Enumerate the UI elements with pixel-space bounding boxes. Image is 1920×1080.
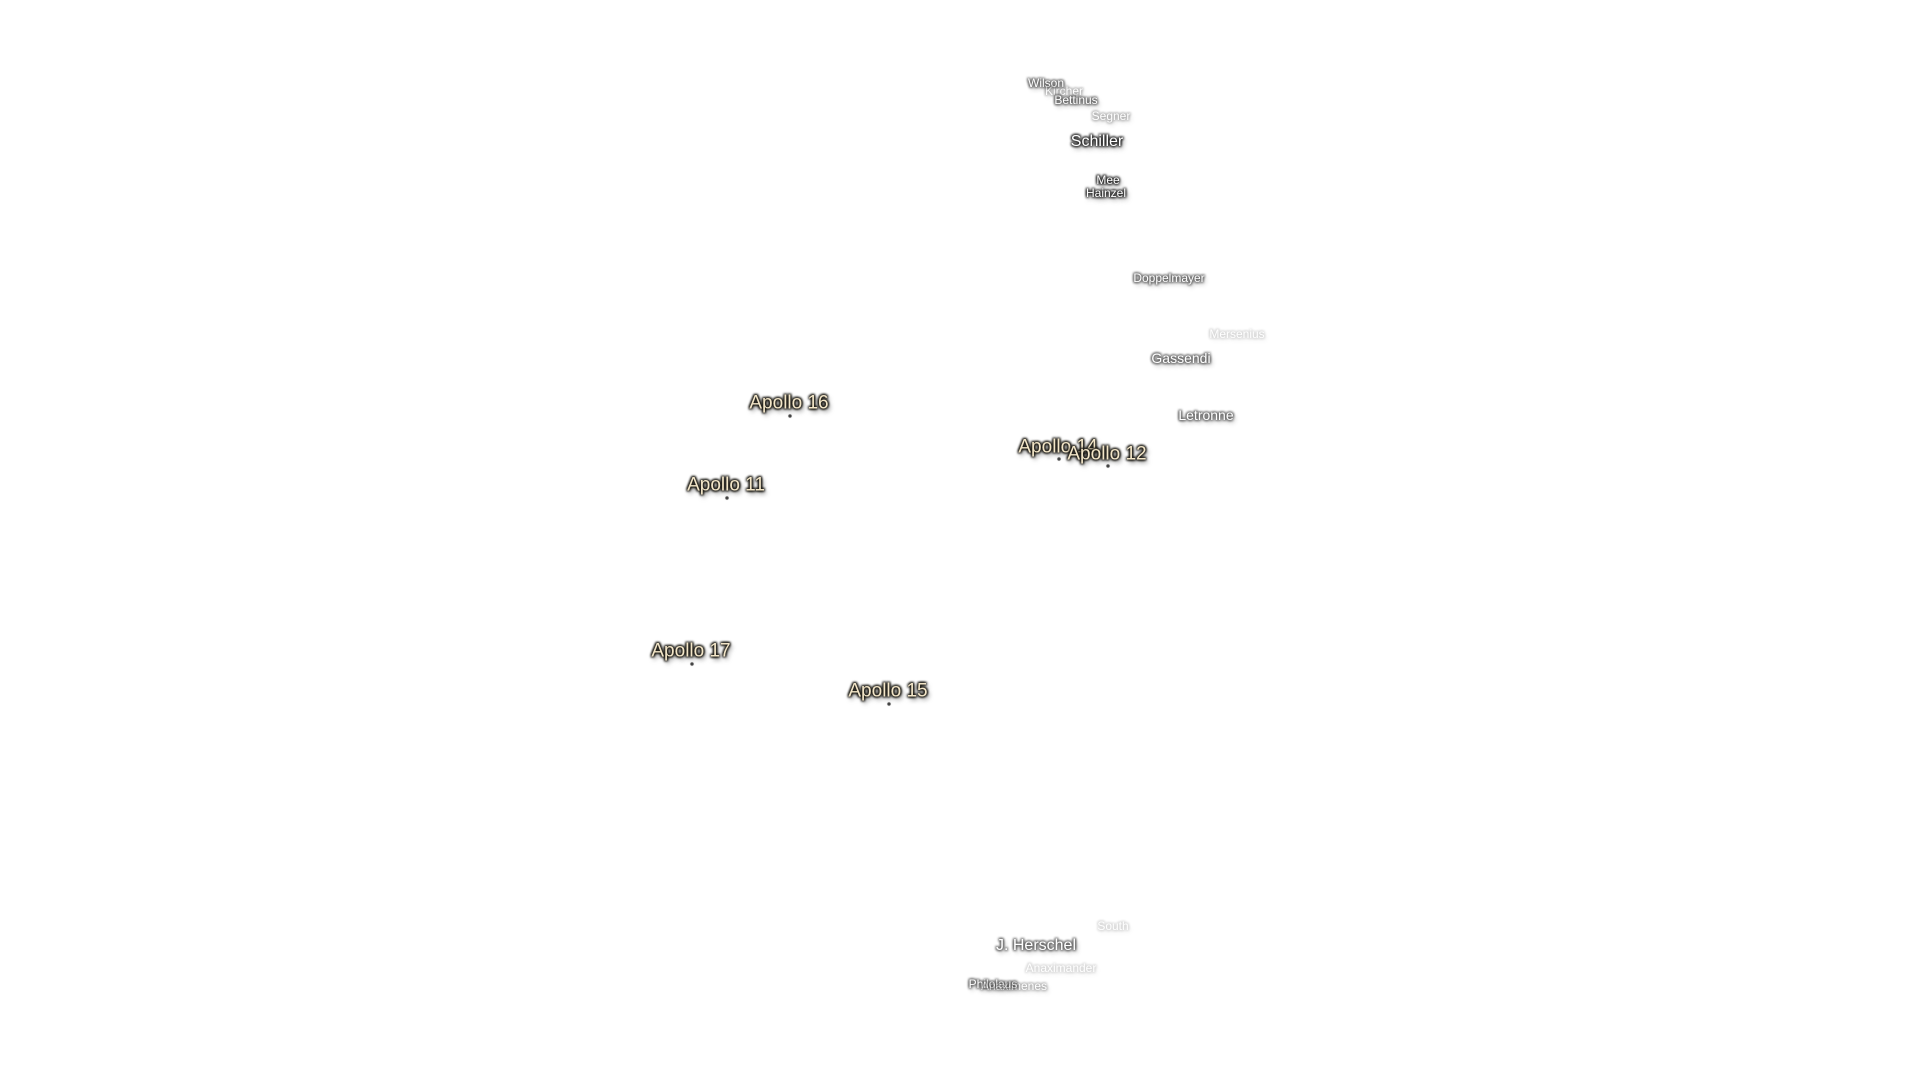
- landing-site-marker-apollo-11[interactable]: [725, 496, 729, 500]
- crater-label-schiller[interactable]: Schiller: [1070, 133, 1124, 150]
- landing-site-label-apollo-16[interactable]: Apollo 16: [749, 392, 829, 414]
- crater-label-bettinus[interactable]: Bettinus: [1054, 93, 1098, 107]
- crater-label-anaximenes[interactable]: Anaximenes: [980, 979, 1048, 993]
- landing-site-label-apollo-17[interactable]: Apollo 17: [651, 640, 731, 662]
- crater-label-hainzel[interactable]: Hainzel: [1085, 186, 1127, 200]
- landing-site-marker-apollo-12[interactable]: [1106, 464, 1110, 468]
- landing-site-marker-apollo-16[interactable]: [788, 414, 792, 418]
- crater-label-j-herschel[interactable]: J. Herschel: [995, 937, 1077, 954]
- crater-label-doppelmayer[interactable]: Doppelmayer: [1133, 271, 1205, 285]
- landing-site-label-apollo-15[interactable]: Apollo 15: [848, 680, 928, 702]
- landing-site-label-apollo-12[interactable]: Apollo 12: [1067, 443, 1147, 465]
- crater-label-wilson[interactable]: Wilson: [1027, 76, 1065, 90]
- crater-label-anaximander[interactable]: Anaximander: [1025, 961, 1097, 975]
- crater-label-segner[interactable]: Segner: [1091, 109, 1131, 123]
- crater-label-mee[interactable]: Mee: [1096, 173, 1120, 187]
- crater-label-kircher[interactable]: Kircher: [1044, 84, 1084, 98]
- landing-site-marker-apollo-14[interactable]: [1057, 457, 1061, 461]
- landing-site-marker-apollo-17[interactable]: [690, 662, 694, 666]
- crater-label-south[interactable]: South: [1097, 919, 1129, 933]
- crater-label-gassendi[interactable]: Gassendi: [1151, 350, 1211, 366]
- landing-site-label-apollo-11[interactable]: Apollo 11: [687, 474, 765, 496]
- crater-label-letronne[interactable]: Letronne: [1178, 407, 1234, 423]
- crater-label-philolaus[interactable]: Philolaus: [968, 977, 1018, 991]
- landing-site-marker-apollo-15[interactable]: [887, 702, 891, 706]
- crater-label-mersenius[interactable]: Mersenius: [1209, 327, 1265, 341]
- landing-site-label-apollo-14[interactable]: Apollo 14: [1018, 436, 1098, 458]
